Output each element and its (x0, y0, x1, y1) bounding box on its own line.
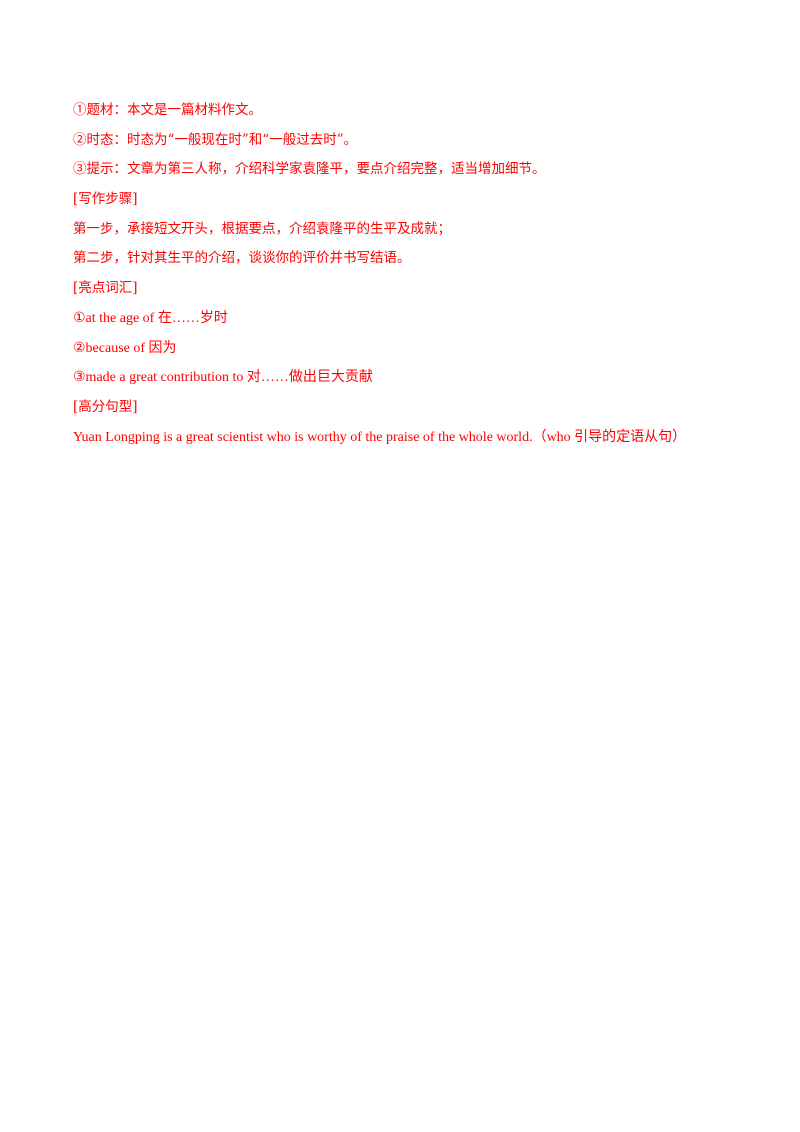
document-body: ①题材：本文是一篇材料作文。 ②时态：时态为“一般现在时”和“一般过去时”。 ③… (73, 96, 763, 452)
step-one-line: 第一步，承接短文开头，根据要点，介绍袁隆平的生平及成就； (73, 220, 451, 237)
tense-line: ②时态：时态为“一般现在时”和“一般过去时”。 (73, 131, 358, 148)
vocabulary-item: ①at the age of 在……岁时 (73, 310, 228, 326)
topic-line: ①题材：本文是一篇材料作文。 (73, 102, 262, 118)
step-two-line: 第二步，针对其生平的介绍，谈谈你的评价并书写结语。 (73, 250, 411, 267)
vocabulary-item: ③made a great contribution to 对……做出巨大贡献 (73, 370, 373, 386)
sentence-pattern-example: Yuan Longping is a great scientist who i… (73, 429, 687, 445)
sentence-patterns-heading: [高分句型] (73, 398, 138, 415)
vocabulary-heading: [亮点词汇] (73, 280, 138, 297)
hint-line: ③提示：文章为第三人称，介绍科学家袁隆平，要点介绍完整，适当增加细节。 (73, 161, 546, 178)
writing-steps-heading: [写作步骤] (73, 191, 138, 208)
vocabulary-item: ②because of 因为 (73, 340, 177, 356)
